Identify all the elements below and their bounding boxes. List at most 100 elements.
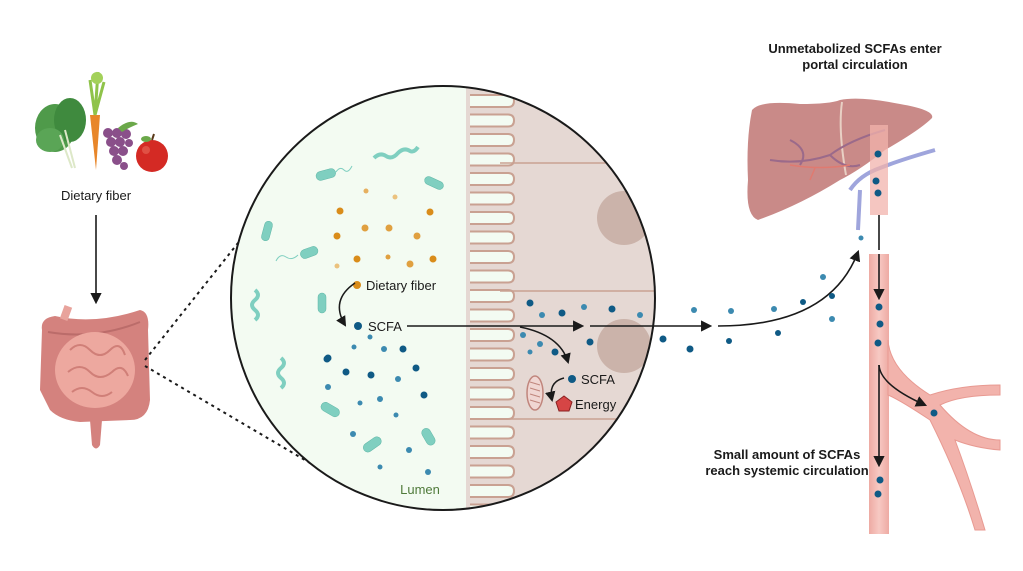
scfa-particle xyxy=(691,307,697,313)
scfa-particle xyxy=(858,235,864,241)
scfa-particle xyxy=(351,344,357,350)
fiber-particle xyxy=(336,207,344,215)
scfa-particle xyxy=(608,305,616,313)
villus xyxy=(470,191,516,206)
bacteria-icon xyxy=(250,145,444,453)
scfa-particle xyxy=(377,396,383,402)
villus xyxy=(470,289,516,303)
scfa-particle xyxy=(800,299,806,305)
villus xyxy=(470,269,516,284)
liver-icon xyxy=(747,98,936,231)
scfa-particle xyxy=(367,371,375,379)
blood-vessel-icon xyxy=(869,254,1001,534)
systemic-circulation-label-line1: Small amount of SCFAs xyxy=(714,447,861,462)
villus xyxy=(470,386,516,401)
scfa-particle xyxy=(325,384,331,390)
fiber-particle xyxy=(333,232,341,240)
scfa-particle xyxy=(412,364,420,372)
scfa-particle xyxy=(581,304,587,310)
scfa-particle xyxy=(775,330,781,336)
fiber-particle xyxy=(385,254,391,260)
scfa-particle xyxy=(875,303,883,311)
scfa-particle xyxy=(728,308,734,314)
scfa-particle xyxy=(586,338,594,346)
villus xyxy=(470,308,516,323)
scfa-particle xyxy=(527,349,533,355)
scfa-particle xyxy=(551,348,559,356)
portal-circulation-label-line2: portal circulation xyxy=(802,57,908,72)
villus xyxy=(470,113,516,128)
portal-circulation-label-line1: Unmetabolized SCFAs enter xyxy=(768,41,941,56)
scfa-particle xyxy=(395,376,401,382)
villus xyxy=(470,250,516,264)
scfa-particle xyxy=(876,476,884,484)
scfa-particle xyxy=(930,409,938,417)
villus xyxy=(470,425,516,440)
lumen-region xyxy=(231,86,470,510)
villus xyxy=(470,347,516,362)
vegetables-fruit-icon xyxy=(35,71,168,172)
circulating-scfa-particles xyxy=(659,150,938,498)
scfa-cell-label: SCFA xyxy=(581,372,615,387)
scfa-cell-dot xyxy=(568,375,576,383)
scfa-particle xyxy=(829,316,835,322)
scfa-particle xyxy=(357,400,363,406)
scfa-lumen-label: SCFA xyxy=(368,319,402,334)
villus xyxy=(470,464,516,479)
intestine-icon xyxy=(40,305,150,449)
scfa-particle xyxy=(659,335,667,343)
scfa-particle xyxy=(874,490,882,498)
scfa-particle xyxy=(829,293,835,299)
scfa-particle xyxy=(539,312,545,318)
dietary-fiber-inner-label: Dietary fiber xyxy=(366,278,437,293)
dietary-fiber-source-label: Dietary fiber xyxy=(61,188,132,203)
fiber-particle xyxy=(426,208,434,216)
scfa-particle xyxy=(342,368,350,376)
scfa-particle xyxy=(367,334,373,340)
scfa-particle xyxy=(637,312,643,318)
villus xyxy=(470,503,516,510)
scfa-particle xyxy=(726,338,732,344)
villus xyxy=(470,367,516,381)
scfa-particle xyxy=(874,189,882,197)
scfa-particle xyxy=(686,345,694,353)
scfa-particle xyxy=(526,299,534,307)
mitochondrion-icon xyxy=(526,375,544,411)
villus xyxy=(470,230,516,245)
villus xyxy=(470,172,516,186)
villus xyxy=(470,484,516,498)
scfa-particle xyxy=(406,447,412,453)
fiber-particle xyxy=(334,263,340,269)
nucleus xyxy=(597,191,651,245)
villus xyxy=(470,445,516,459)
villus xyxy=(470,133,516,147)
scfa-particle xyxy=(425,469,431,475)
scfa-particle xyxy=(872,177,880,185)
scfa-particle xyxy=(537,341,543,347)
systemic-circulation-label-line2: reach systemic circulation xyxy=(705,463,868,478)
villus xyxy=(470,406,516,420)
scfa-particle xyxy=(399,345,407,353)
scfa-particle xyxy=(876,320,884,328)
to-portal-arrow xyxy=(717,249,861,327)
fiber-particle xyxy=(353,255,361,263)
pentagon-energy-icon xyxy=(555,395,573,412)
fiber-particles xyxy=(333,188,437,269)
scfa-particle xyxy=(520,332,526,338)
fiber-particle xyxy=(413,232,421,240)
fiber-particle xyxy=(406,260,414,268)
scfa-particle xyxy=(420,391,428,399)
portal-vessel xyxy=(870,125,888,215)
scfa-particle xyxy=(323,355,331,363)
fiber-particle xyxy=(429,255,437,263)
energy-label: Energy xyxy=(575,397,617,412)
scfa-particle xyxy=(874,339,882,347)
scfa-to-energy-arrow xyxy=(545,377,565,403)
scfa-particle xyxy=(771,306,777,312)
nucleus xyxy=(597,319,651,373)
scfa-particle xyxy=(558,309,566,317)
fiber-legend-dot xyxy=(353,281,361,289)
scfa-particle xyxy=(393,412,399,418)
scfa-particle xyxy=(377,464,383,470)
